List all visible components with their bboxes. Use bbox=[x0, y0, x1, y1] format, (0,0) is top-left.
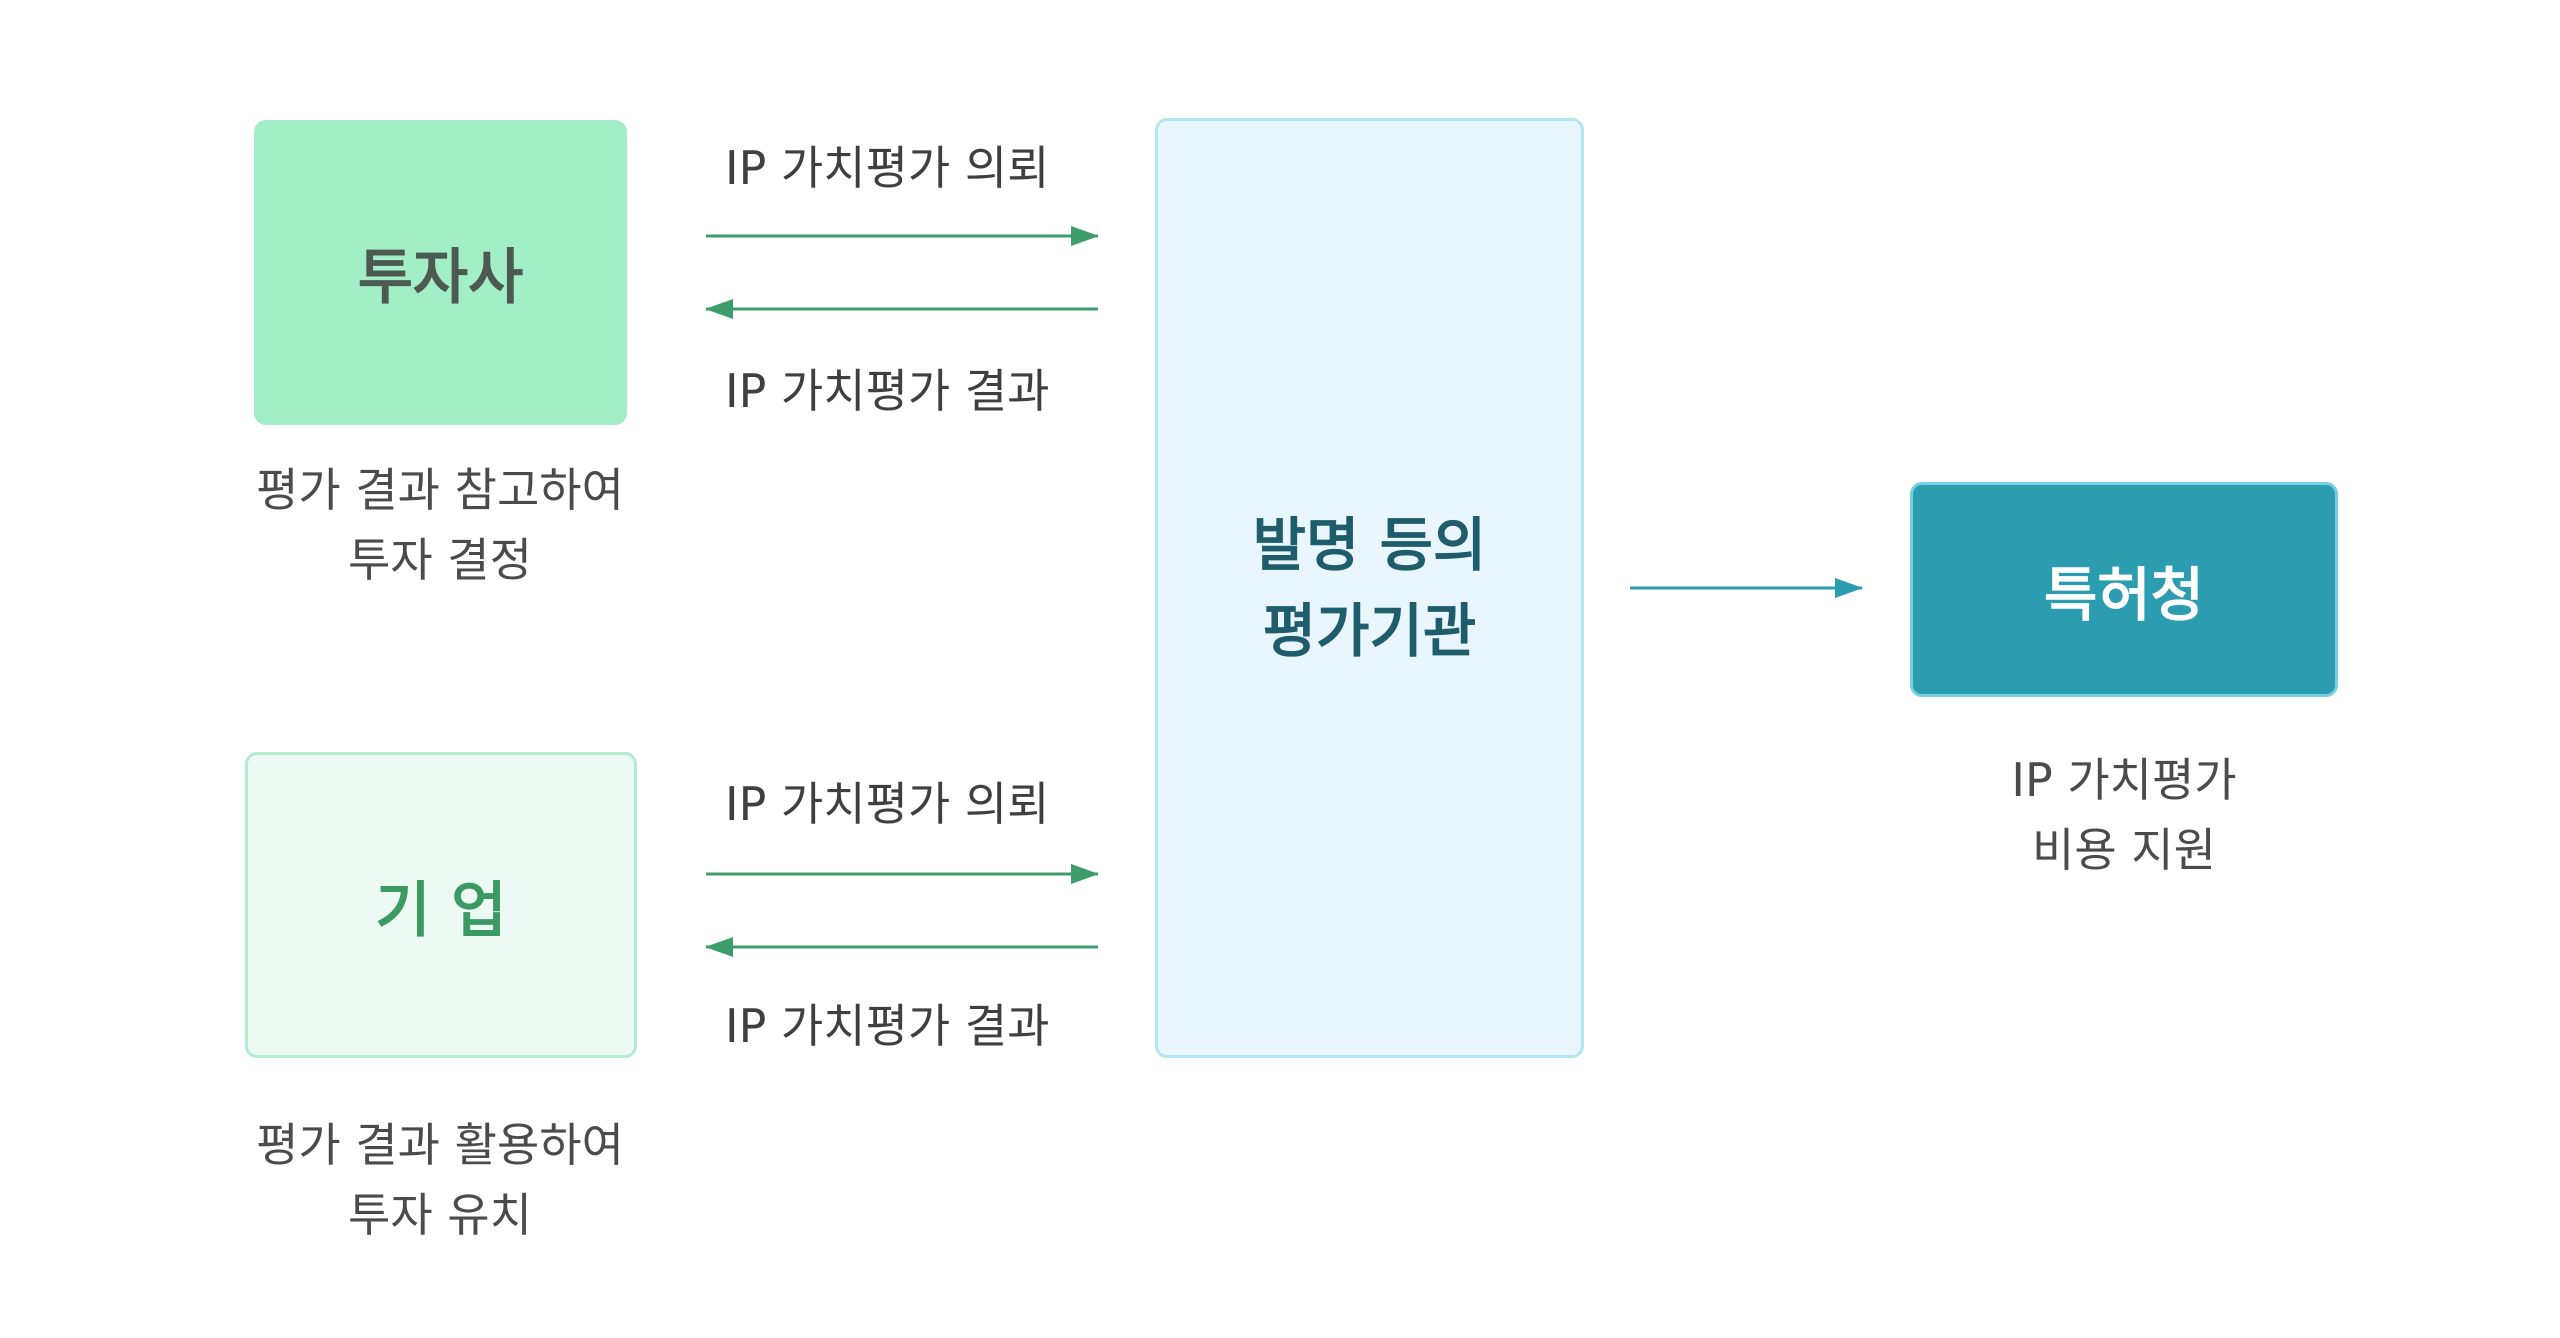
kipo-label: 특허청 bbox=[2043, 560, 2205, 629]
investor-node: 투자사 bbox=[254, 120, 627, 425]
investor-caption: 평가 결과 참고하여 투자 결정 bbox=[256, 463, 624, 587]
company-request-label: IP 가치평가 의뢰 bbox=[725, 777, 1050, 831]
company-label: 기 업 bbox=[375, 875, 507, 946]
company-result-label: IP 가치평가 결과 bbox=[725, 999, 1050, 1053]
company-node: 기 업 bbox=[245, 752, 637, 1058]
evaluator-node: 발명 등의 평가기관 bbox=[1155, 118, 1584, 1058]
kipo-caption: IP 가치평가 비용 지원 bbox=[2011, 753, 2237, 877]
investor-result-label: IP 가치평가 결과 bbox=[725, 364, 1050, 418]
company-caption: 평가 결과 활용하여 투자 유치 bbox=[256, 1118, 624, 1242]
investor-request-label: IP 가치평가 의뢰 bbox=[725, 141, 1050, 195]
investor-label: 투자사 bbox=[357, 243, 524, 313]
evaluator-label: 발명 등의 평가기관 bbox=[1252, 511, 1487, 665]
kipo-node: 특허청 bbox=[1910, 482, 2338, 697]
